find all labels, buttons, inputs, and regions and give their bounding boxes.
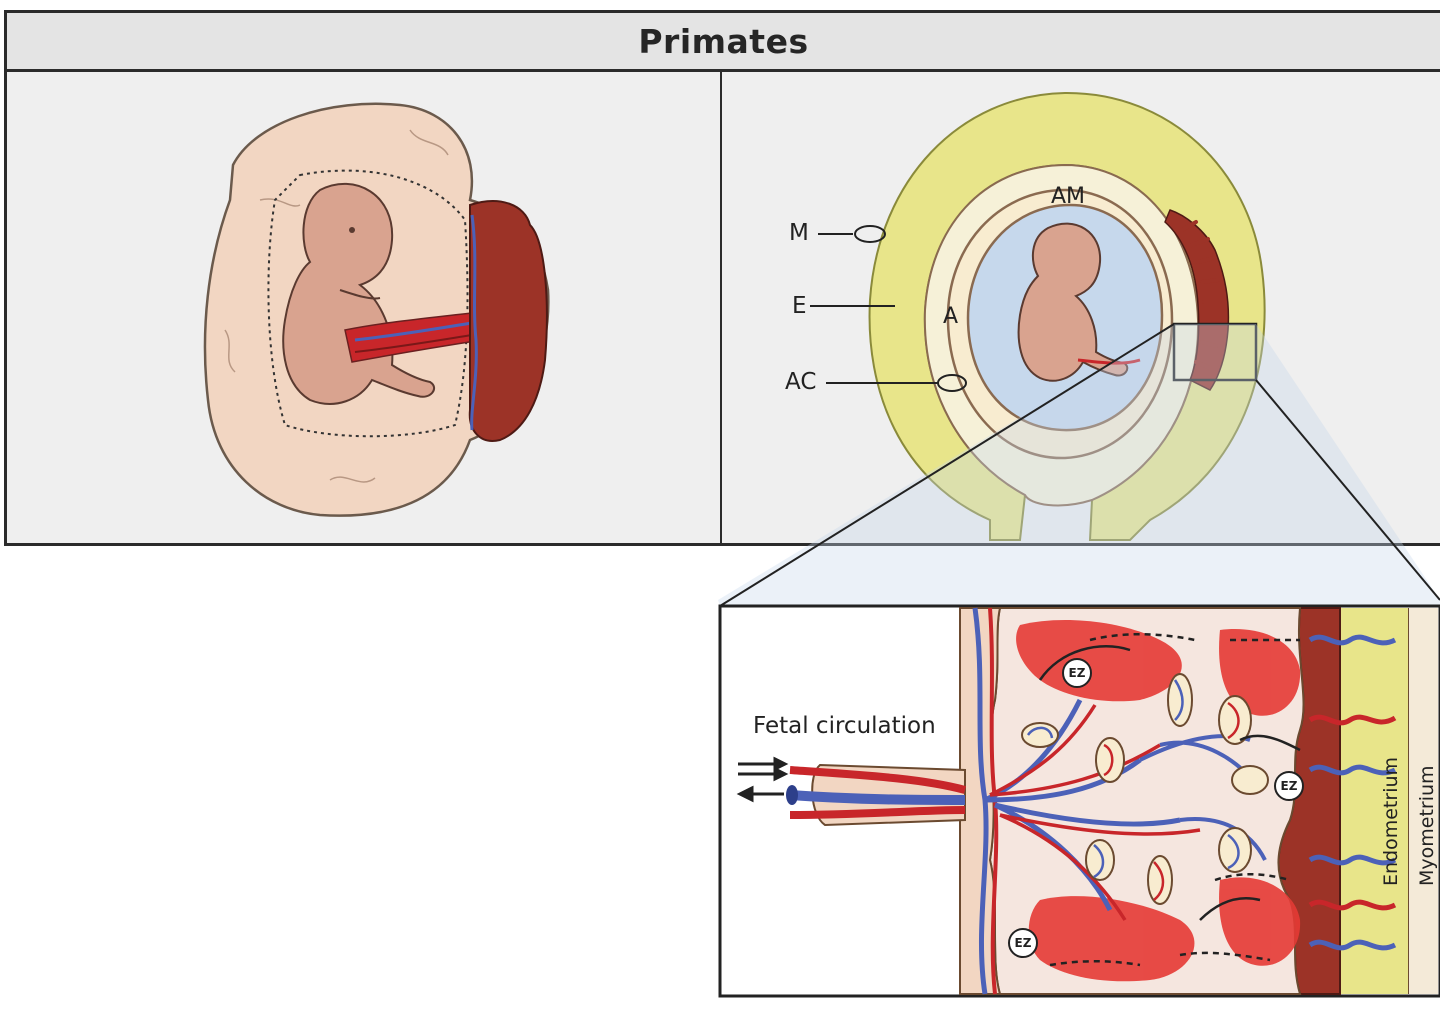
myometrium-band bbox=[1408, 608, 1438, 994]
ez-badge: EZ bbox=[1008, 928, 1038, 958]
villous-capillaries bbox=[1026, 679, 1240, 901]
label-am: AM bbox=[1051, 184, 1086, 209]
diagram-title-bar: Primates bbox=[4, 10, 1440, 72]
zoom-line-left bbox=[719, 323, 1175, 607]
maternal-spiral-arteries bbox=[1308, 634, 1397, 951]
fetal-vessels-inset bbox=[972, 607, 1267, 995]
zoom-projection bbox=[718, 324, 1440, 606]
placenta-left bbox=[468, 200, 548, 442]
zoom-line-right bbox=[1255, 379, 1440, 601]
label-leader-lines bbox=[810, 225, 967, 392]
umbilical-cord-left bbox=[344, 311, 483, 363]
zoom-box bbox=[1172, 322, 1258, 382]
label-myometrium: Myometrium bbox=[1416, 765, 1438, 886]
villous-loops bbox=[1021, 673, 1269, 905]
endometrium-band bbox=[1340, 608, 1408, 994]
flow-arrows-cord bbox=[736, 756, 789, 803]
label-fetal-circulation: Fetal circulation bbox=[753, 713, 936, 739]
amnion-outline bbox=[267, 169, 469, 438]
ez-badge: EZ bbox=[1274, 771, 1304, 801]
ez-badge: EZ bbox=[1062, 658, 1092, 688]
label-endometrium: Endometrium bbox=[1380, 756, 1402, 886]
umbilical-vessels-inset bbox=[786, 766, 967, 819]
label-e: E bbox=[792, 293, 807, 319]
label-a: A bbox=[943, 304, 959, 329]
diagram-title: Primates bbox=[638, 21, 809, 61]
embryo-left bbox=[282, 182, 436, 405]
placenta-vessels-left bbox=[470, 214, 478, 431]
maternal-flow-arrows bbox=[1038, 633, 1301, 967]
label-ac: AC bbox=[785, 369, 817, 395]
maternal-blood-pools bbox=[1016, 620, 1301, 982]
label-m: M bbox=[789, 220, 809, 246]
